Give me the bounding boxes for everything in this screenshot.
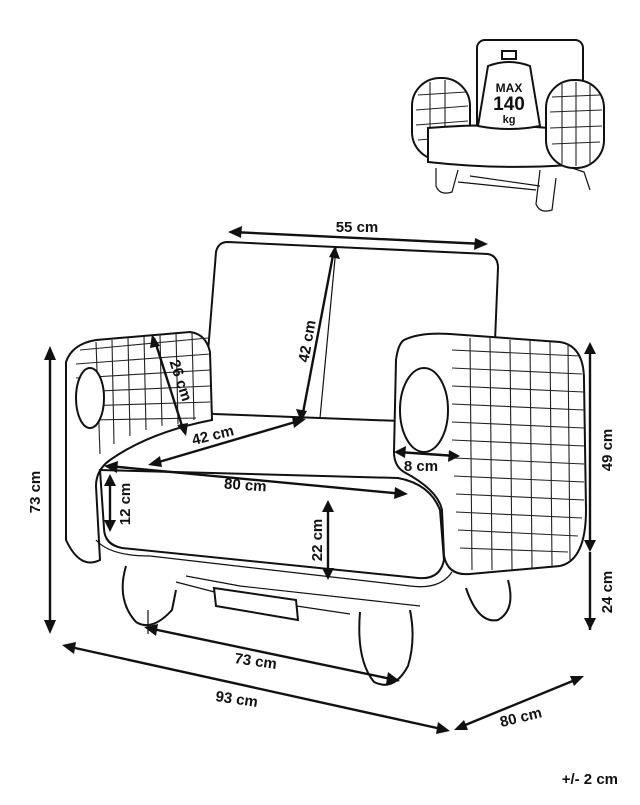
- thumbnail-base-front: [535, 169, 557, 212]
- label-seat-cushion-thickness: 12 cm: [117, 483, 134, 526]
- base-leg-back-right: [465, 579, 512, 622]
- label-backrest-width: 55 cm: [336, 219, 379, 236]
- backrest-seam: [319, 247, 337, 419]
- max-unit: kg: [503, 114, 516, 126]
- thumbnail-base-left: [435, 168, 459, 194]
- max-value: 140: [493, 94, 525, 115]
- base-crossbar: [212, 586, 300, 622]
- seat-cushion: [98, 468, 446, 580]
- main-chair: [65, 240, 588, 686]
- label-armrest-width: 8 cm: [404, 458, 438, 475]
- thumbnail-right-armrest: [545, 79, 605, 169]
- thumbnail-base-right: [571, 167, 591, 191]
- base-leg-left: [121, 565, 177, 626]
- label-armrest-height: 49 cm: [599, 429, 616, 472]
- right-armrest-weave: [451, 337, 585, 571]
- label-base-width: 73 cm: [233, 650, 277, 673]
- tolerance-note: +/- 2 cm: [562, 771, 618, 788]
- label-seat-height: 22 cm: [309, 519, 326, 562]
- weight-icon: [476, 50, 542, 130]
- thumbnail-right-armrest-weave: [549, 82, 603, 166]
- label-total-height: 73 cm: [27, 471, 44, 514]
- label-total-width: 93 cm: [214, 688, 258, 711]
- max-label: MAX: [496, 81, 523, 95]
- base-leg-front: [358, 609, 414, 686]
- right-armrest-opening: [399, 367, 449, 453]
- dimension-lines: [44, 226, 596, 734]
- thumbnail-chair: MAX 140 kg: [411, 39, 605, 212]
- label-base-height: 24 cm: [599, 571, 616, 614]
- left-armrest-opening: [75, 367, 105, 429]
- label-seat-width: 80 cm: [223, 476, 267, 496]
